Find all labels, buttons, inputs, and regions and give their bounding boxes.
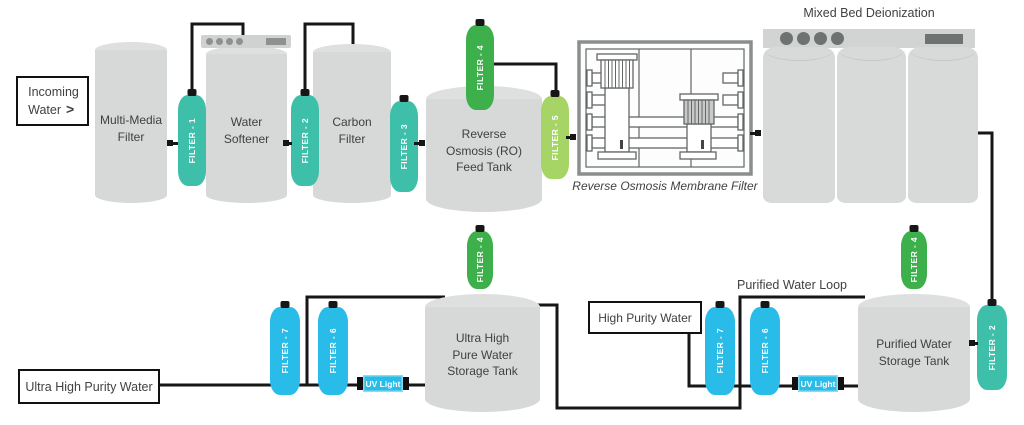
control-dot-icon xyxy=(216,38,223,45)
water-softener-label: Water xyxy=(230,115,263,129)
filter-4-label: FILTER - 4 xyxy=(475,237,485,283)
filter-3-label: FILTER - 3 xyxy=(399,123,409,170)
filter-4-label: FILTER - 4 xyxy=(909,237,919,283)
mixed-bed-cylinder-2 xyxy=(837,47,906,203)
incoming-water-line2: Water> xyxy=(28,100,74,117)
pipe-connector xyxy=(419,140,425,146)
arrow-right-icon: > xyxy=(66,100,74,117)
filter-7-capsule-left: FILTER - 7 xyxy=(270,307,300,395)
tank-ultra-high-pure-storage: Ultra High Pure Water Storage Tank xyxy=(425,294,540,412)
uv-light-2: UV Light xyxy=(792,375,844,392)
filter-6-capsule-right: FILTER - 6 xyxy=(750,307,780,395)
tank-water-softener: Water Softener xyxy=(206,46,287,203)
pipe-connector xyxy=(283,140,289,146)
pipe-connector xyxy=(570,134,576,140)
filter-4-capsule-top: FILTER - 4 xyxy=(466,25,494,110)
purified-storage-tank-label: Purified Water xyxy=(876,337,952,351)
filter-2-label: FILTER - 2 xyxy=(300,117,310,164)
control-dot-icon xyxy=(236,38,243,45)
ultra-high-purity-water-label: Ultra High Purity Water xyxy=(25,379,153,394)
filter-6-label: FILTER - 6 xyxy=(328,328,338,374)
uv-light-label: UV Light xyxy=(365,378,401,389)
mixed-bed-cylinder-1 xyxy=(763,47,835,203)
manifold-dot-icon xyxy=(814,32,827,45)
filter-5-capsule: FILTER - 5 xyxy=(541,96,569,179)
mixed-bed-title: Mixed Bed Deionization xyxy=(803,6,935,20)
manifold-dot-icon xyxy=(780,32,793,45)
filter-4-capsule-purified-tank: FILTER - 4 xyxy=(901,231,927,289)
high-purity-water-label-box: High Purity Water xyxy=(588,301,702,334)
manifold-dot-icon xyxy=(831,32,844,45)
filter-6-label: FILTER - 6 xyxy=(760,328,770,374)
filter-7-label: FILTER - 7 xyxy=(715,328,725,374)
tank-purified-water-storage: Purified Water Storage Tank xyxy=(858,294,970,412)
filter-7-capsule-right: FILTER - 7 xyxy=(705,307,735,395)
carbon-filter-label: Carbon xyxy=(332,115,372,129)
uv-light-label: UV Light xyxy=(800,378,836,389)
purified-water-loop-label: Purified Water Loop xyxy=(737,278,848,292)
uhp-storage-tank-label: Ultra High xyxy=(455,331,510,345)
ro-membrane-caption: Reverse Osmosis Membrane Filter xyxy=(572,179,758,193)
filter-7-label: FILTER - 7 xyxy=(280,328,290,374)
pipe-connector xyxy=(167,140,173,146)
incoming-water-label-box: Incoming Water> xyxy=(16,76,89,126)
ro-feed-tank-label: Reverse xyxy=(461,127,507,141)
uv-light-1: UV Light xyxy=(357,375,409,392)
filter-4-label: FILTER - 4 xyxy=(475,44,485,91)
control-dot-icon xyxy=(206,38,213,45)
ultra-high-purity-water-label-box: Ultra High Purity Water xyxy=(18,369,160,404)
incoming-water-line1: Incoming xyxy=(28,84,79,99)
softener-control-valve xyxy=(201,35,291,48)
filter-4-capsule-uhp-tank: FILTER - 4 xyxy=(467,231,493,289)
mixed-bed-manifold xyxy=(763,29,975,48)
mixed-bed-cylinder-3 xyxy=(908,47,978,203)
manifold-display-icon xyxy=(925,33,963,44)
control-dot-icon xyxy=(226,38,233,45)
filter-5-label: FILTER - 5 xyxy=(550,114,560,161)
filter-2-capsule: FILTER - 2 xyxy=(291,95,319,186)
filter-2-label: FILTER - 2 xyxy=(987,324,997,371)
control-display-icon xyxy=(266,38,286,45)
filter-3-capsule: FILTER - 3 xyxy=(390,101,418,192)
ro-membrane-filter-unit xyxy=(577,40,753,181)
filter-6-capsule-left: FILTER - 6 xyxy=(318,307,348,395)
manifold-dot-icon xyxy=(797,32,810,45)
pipe-connector xyxy=(969,340,975,346)
high-purity-water-label: High Purity Water xyxy=(598,310,692,325)
tank-carbon-filter: Carbon Filter xyxy=(313,44,391,203)
tank-multi-media-filter: Multi-Media Filter xyxy=(95,42,167,203)
filter-1-label: FILTER - 1 xyxy=(187,117,197,164)
filter-2-capsule-right: FILTER - 2 xyxy=(977,305,1007,390)
filter-1-capsule: FILTER - 1 xyxy=(178,95,206,186)
multi-media-filter-label: Multi-Media xyxy=(99,113,162,127)
pipe-connector xyxy=(755,130,761,136)
